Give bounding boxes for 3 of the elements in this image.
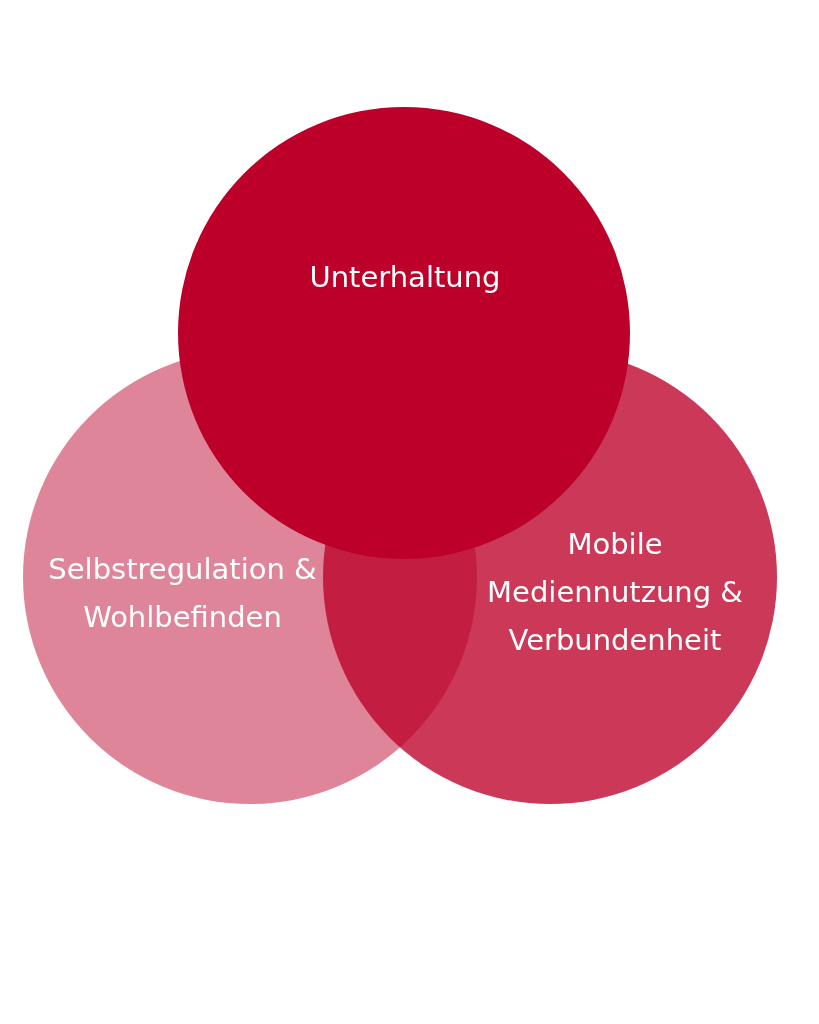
circle-label: Unterhaltung: [308, 259, 502, 296]
circle-label: Mobile Mediennutzung & Verbundenheit: [486, 526, 744, 659]
circle-label: Selbstregulation & Wohlbefinden: [47, 551, 318, 636]
